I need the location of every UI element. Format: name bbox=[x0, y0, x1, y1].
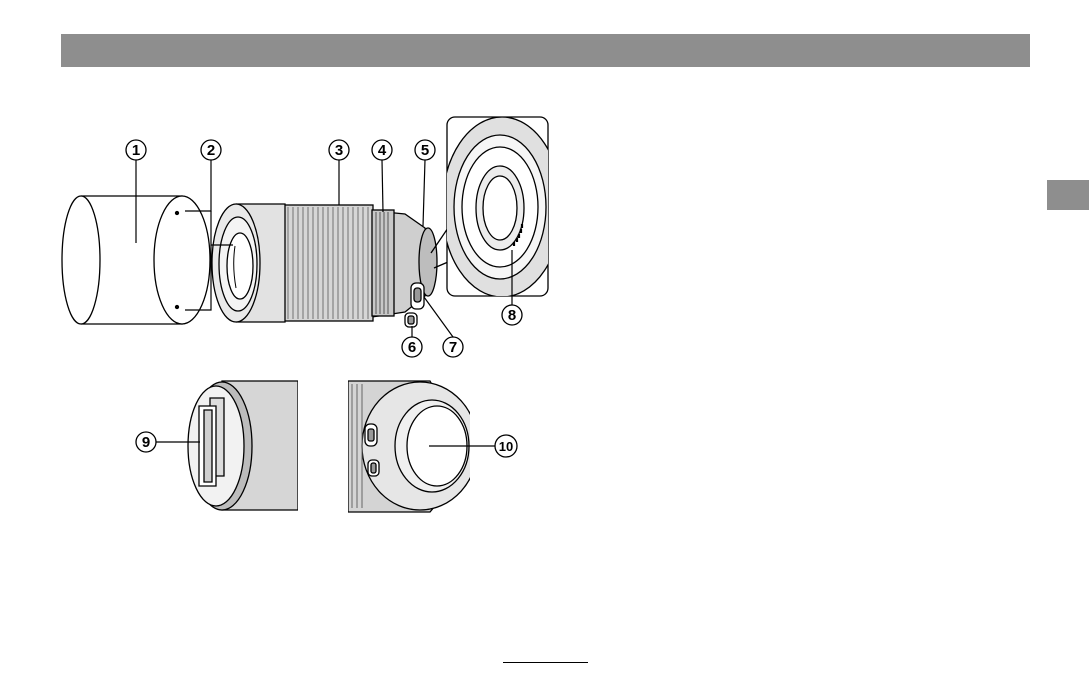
svg-text:3: 3 bbox=[335, 142, 343, 159]
svg-text:1: 1 bbox=[132, 142, 140, 159]
svg-text:5: 5 bbox=[421, 142, 429, 159]
callout-10: 10 bbox=[495, 435, 517, 457]
callout-3: 3 bbox=[329, 140, 349, 160]
callout-5: 5 bbox=[415, 140, 435, 160]
callout-2: 2 bbox=[201, 140, 221, 160]
svg-text:4: 4 bbox=[378, 142, 387, 159]
svg-text:7: 7 bbox=[449, 339, 457, 356]
callout-1: 1 bbox=[126, 140, 146, 160]
svg-text:10: 10 bbox=[499, 439, 513, 454]
callout-7: 7 bbox=[443, 337, 463, 357]
svg-text:9: 9 bbox=[142, 434, 150, 451]
lens-mount-inset bbox=[431, 117, 562, 297]
front-lens-cap-drawing bbox=[188, 381, 298, 510]
lens-body-drawing bbox=[212, 204, 437, 327]
callout-8: 8 bbox=[502, 305, 522, 325]
callout-9: 9 bbox=[136, 432, 156, 452]
svg-text:6: 6 bbox=[408, 339, 416, 356]
callout-6: 6 bbox=[402, 337, 422, 357]
callout-4: 4 bbox=[372, 140, 392, 160]
svg-text:2: 2 bbox=[207, 142, 215, 159]
svg-text:8: 8 bbox=[508, 307, 516, 324]
